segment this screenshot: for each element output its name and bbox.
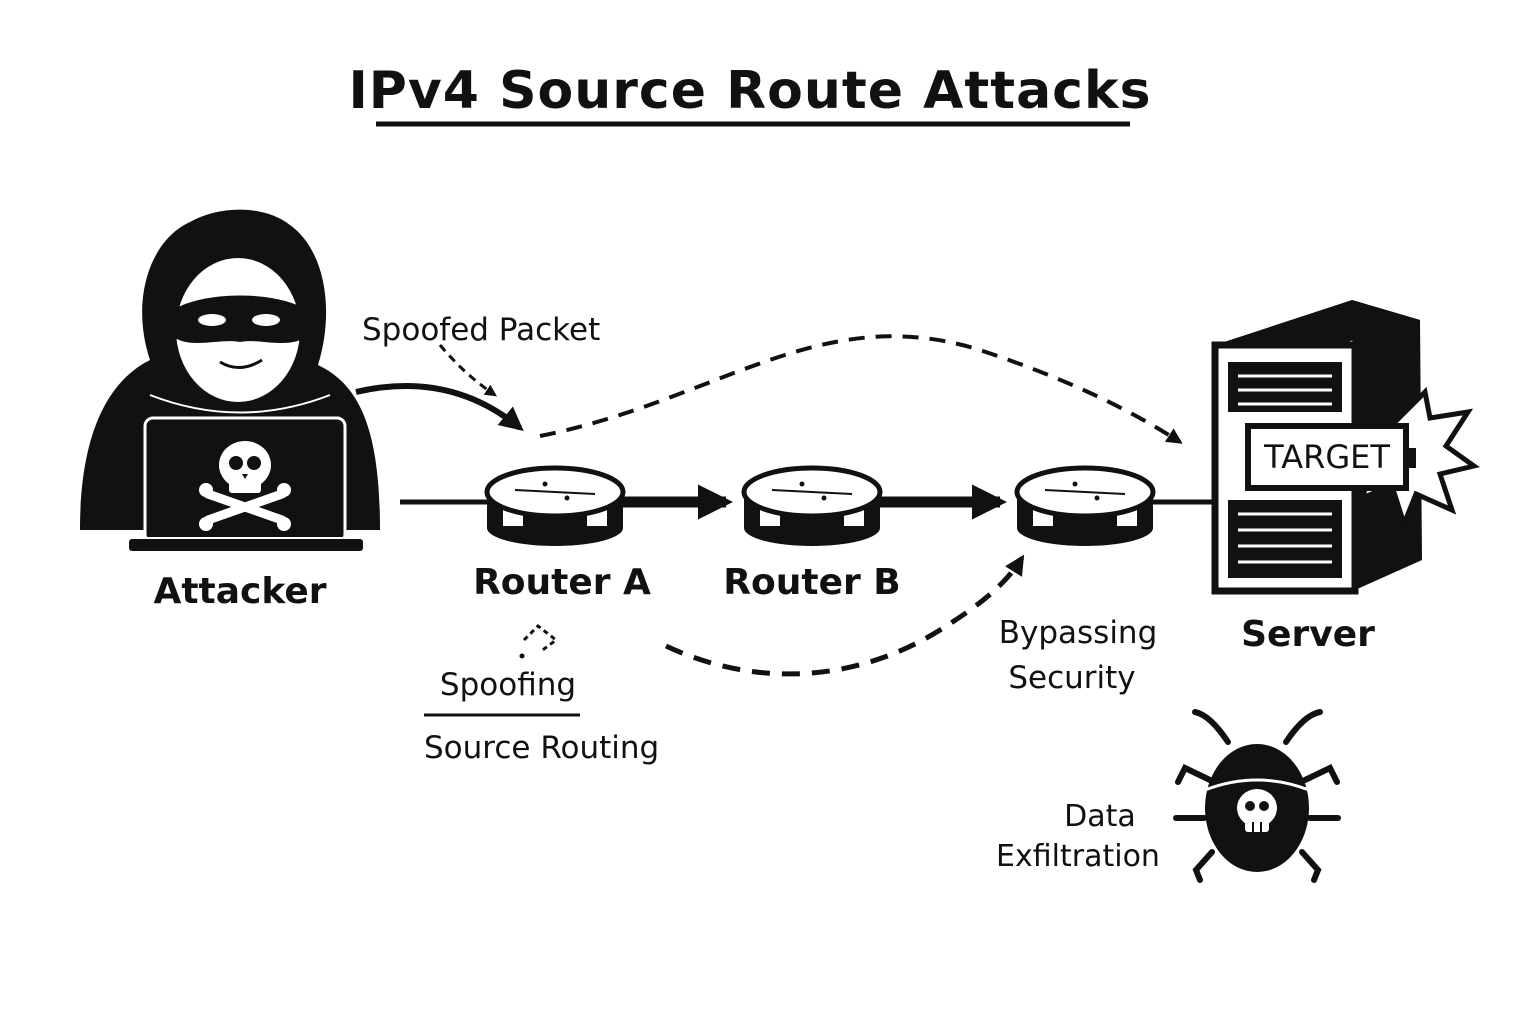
bypassing-label-line1: Bypassing [999,615,1158,651]
router-icon [1014,465,1156,546]
skull-bug-icon [1173,709,1341,883]
server-tower-icon [1211,300,1480,595]
server-label: Server [1241,614,1375,655]
data-exfil-label-line2: Exfiltration [996,839,1160,874]
data-exfil-label-line1: Data [1064,799,1136,834]
bypass-route-arc [664,554,1025,677]
spoofed-route-arc [539,334,1183,444]
arrow-attacker-to-router-a [355,382,524,432]
target-tag: TARGET [1263,438,1390,476]
spoofed-packet-label: Spoofed Packet [362,312,600,348]
attacker-label: Attacker [153,571,326,612]
router-icon [741,465,883,546]
spoofed-packet-pointer [438,344,497,397]
router-b-label: Router B [723,562,900,603]
question-scribble [522,624,559,654]
spoofing-label: Spoofing [440,667,576,703]
router-a-label: Router A [473,562,651,603]
source-routing-label: Source Routing [424,730,659,766]
bypassing-label-line2: Security [1008,660,1135,696]
skull-laptop-icon [127,416,365,553]
diagram-title: IPv4 Source Route Attacks [348,61,1151,121]
router-icon [484,465,626,546]
